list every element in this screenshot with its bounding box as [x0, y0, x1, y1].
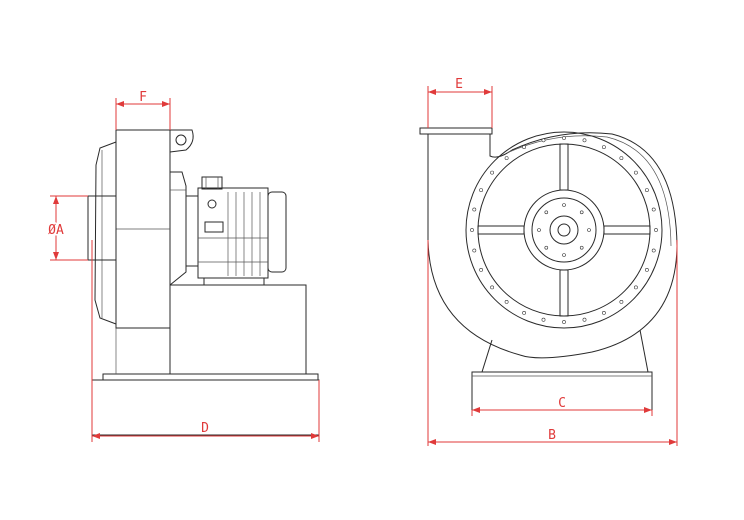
bolt-hole — [602, 145, 606, 150]
hub-bolt-hole — [544, 245, 549, 250]
bolt-hole — [490, 285, 495, 290]
bolt-hole — [654, 228, 658, 232]
bolt-hole — [522, 310, 527, 315]
motor — [197, 176, 287, 286]
label-c: C — [558, 396, 566, 411]
bolt-hole — [634, 285, 638, 290]
outlet-duct — [419, 127, 521, 356]
outlet-flange — [419, 127, 493, 135]
bolt-hole — [634, 170, 638, 175]
bolt-hole — [490, 170, 495, 175]
motor-pedestal — [169, 284, 307, 375]
shaft-bore — [557, 223, 571, 237]
bolt-hole — [651, 248, 656, 253]
label-b: B — [548, 428, 556, 443]
lifting-lug-hole — [175, 134, 187, 146]
dimensions: F ØA D E — [47, 77, 678, 446]
bolt-hole — [562, 136, 566, 140]
hub-bolt-hole — [562, 203, 566, 207]
bolt-hole — [651, 207, 656, 212]
dimension-c: C — [471, 396, 653, 416]
bolt-hole — [504, 156, 509, 161]
bolt-hole — [582, 317, 587, 322]
hub-outer — [523, 189, 605, 271]
bolt-hole — [645, 188, 649, 193]
bolt-hole — [472, 207, 477, 212]
terminal-box — [201, 176, 223, 190]
side-base-skid — [102, 373, 319, 381]
hub-bolt-hole — [579, 210, 584, 215]
dimension-d: D — [91, 240, 320, 442]
hub-bolt-hole — [544, 210, 549, 215]
hub-bolt-hole — [562, 253, 566, 257]
hub-center — [549, 215, 579, 245]
label-d: D — [201, 421, 209, 436]
dimension-e: E — [427, 77, 493, 128]
bolt-hole — [619, 299, 624, 304]
bolt-hole — [470, 228, 474, 232]
bolt-hole — [562, 320, 566, 324]
spokes — [477, 143, 651, 317]
bolt-hole — [504, 299, 509, 304]
hub-bolt-hole — [537, 228, 541, 232]
dimension-a: ØA — [47, 195, 88, 261]
hub-bolt-hole — [587, 228, 591, 232]
label-f: F — [139, 90, 147, 105]
bolt-hole — [602, 310, 606, 315]
label-e: E — [455, 77, 463, 92]
bolt-holes-ring — [470, 136, 658, 324]
impeller-ring-outer — [465, 131, 663, 329]
bolt-hole — [541, 317, 546, 322]
label-a: ØA — [48, 223, 64, 238]
bolt-hole — [582, 138, 587, 143]
fan-casing-side — [87, 129, 194, 329]
front-view — [419, 127, 678, 411]
side-view — [87, 129, 320, 436]
hub-plate — [531, 197, 597, 263]
bolt-hole — [645, 267, 649, 272]
hub-bolt-hole — [579, 245, 584, 250]
bolt-hole — [619, 156, 624, 161]
bolt-hole — [541, 138, 546, 143]
dimension-b: B — [427, 240, 678, 446]
bolt-holes-hub — [537, 203, 591, 257]
impeller-ring-inner — [477, 143, 651, 317]
bearing-housing — [185, 195, 199, 267]
bolt-hole — [472, 248, 477, 253]
dimension-f: F — [115, 90, 171, 130]
bolt-hole — [479, 267, 484, 272]
bolt-hole — [522, 145, 527, 150]
bolt-hole — [479, 188, 484, 193]
